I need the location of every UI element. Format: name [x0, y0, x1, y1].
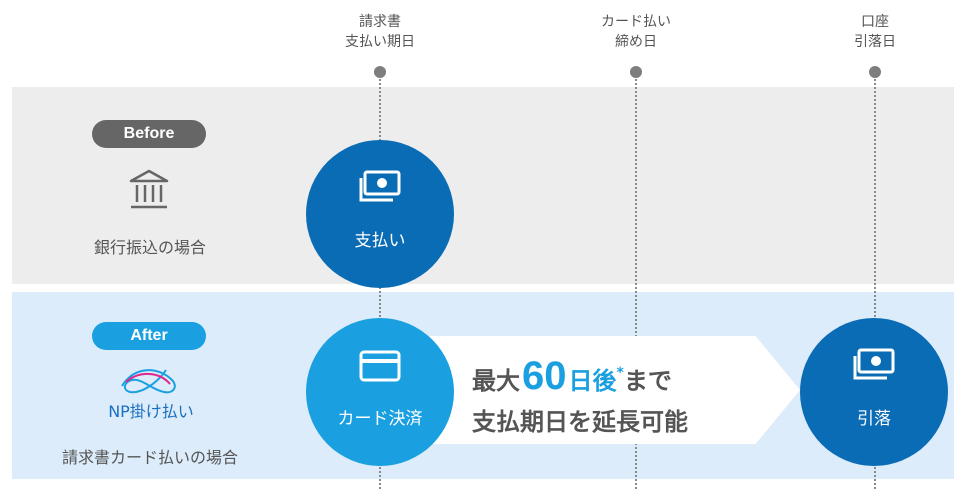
after-caption: 請求書カード払いの場合 — [61, 448, 238, 467]
message-unit: 日後 — [568, 367, 617, 395]
card-payment-circle: カード決済 — [306, 318, 454, 466]
after-badge: After — [92, 322, 206, 350]
cash-icon — [306, 170, 454, 210]
payment-circle: 支払い — [306, 140, 454, 288]
message-asterisk: * — [616, 365, 624, 381]
timeline-dot-card-closing — [630, 66, 642, 78]
message-number: 60 — [522, 354, 567, 398]
column-label-account-debit: 口座 引落日 — [854, 14, 896, 50]
extension-message-line1: 最大 60 日後 * まで — [472, 354, 672, 399]
extension-message-line2: 支払期日を延長可能 — [472, 408, 688, 436]
timeline-dot-invoice-due — [374, 66, 386, 78]
np-logo-mark — [114, 362, 184, 398]
message-prefix: 最大 — [472, 367, 520, 395]
np-logo-text: NP掛け払い — [108, 402, 194, 421]
column-label-invoice-due: 請求書 支払い期日 — [345, 14, 415, 50]
timeline-line-card-closing — [635, 72, 637, 489]
timeline-line-account-debit — [874, 72, 876, 489]
before-caption: 銀行振込の場合 — [93, 238, 206, 257]
extension-arrow — [430, 336, 800, 444]
message-suffix: まで — [623, 367, 672, 395]
before-badge: Before — [92, 120, 206, 148]
column-label-card-closing: カード払い 締め日 — [601, 14, 671, 50]
before-band — [12, 87, 954, 284]
card-payment-label: カード決済 — [337, 409, 423, 429]
credit-card-icon — [306, 348, 454, 388]
timeline-dot-account-debit — [869, 66, 881, 78]
payment-label: 支払い — [354, 231, 406, 251]
debit-circle: 引落 — [800, 318, 948, 466]
debit-label: 引落 — [857, 409, 891, 429]
bank-icon — [128, 168, 170, 212]
cash-icon — [800, 348, 948, 388]
